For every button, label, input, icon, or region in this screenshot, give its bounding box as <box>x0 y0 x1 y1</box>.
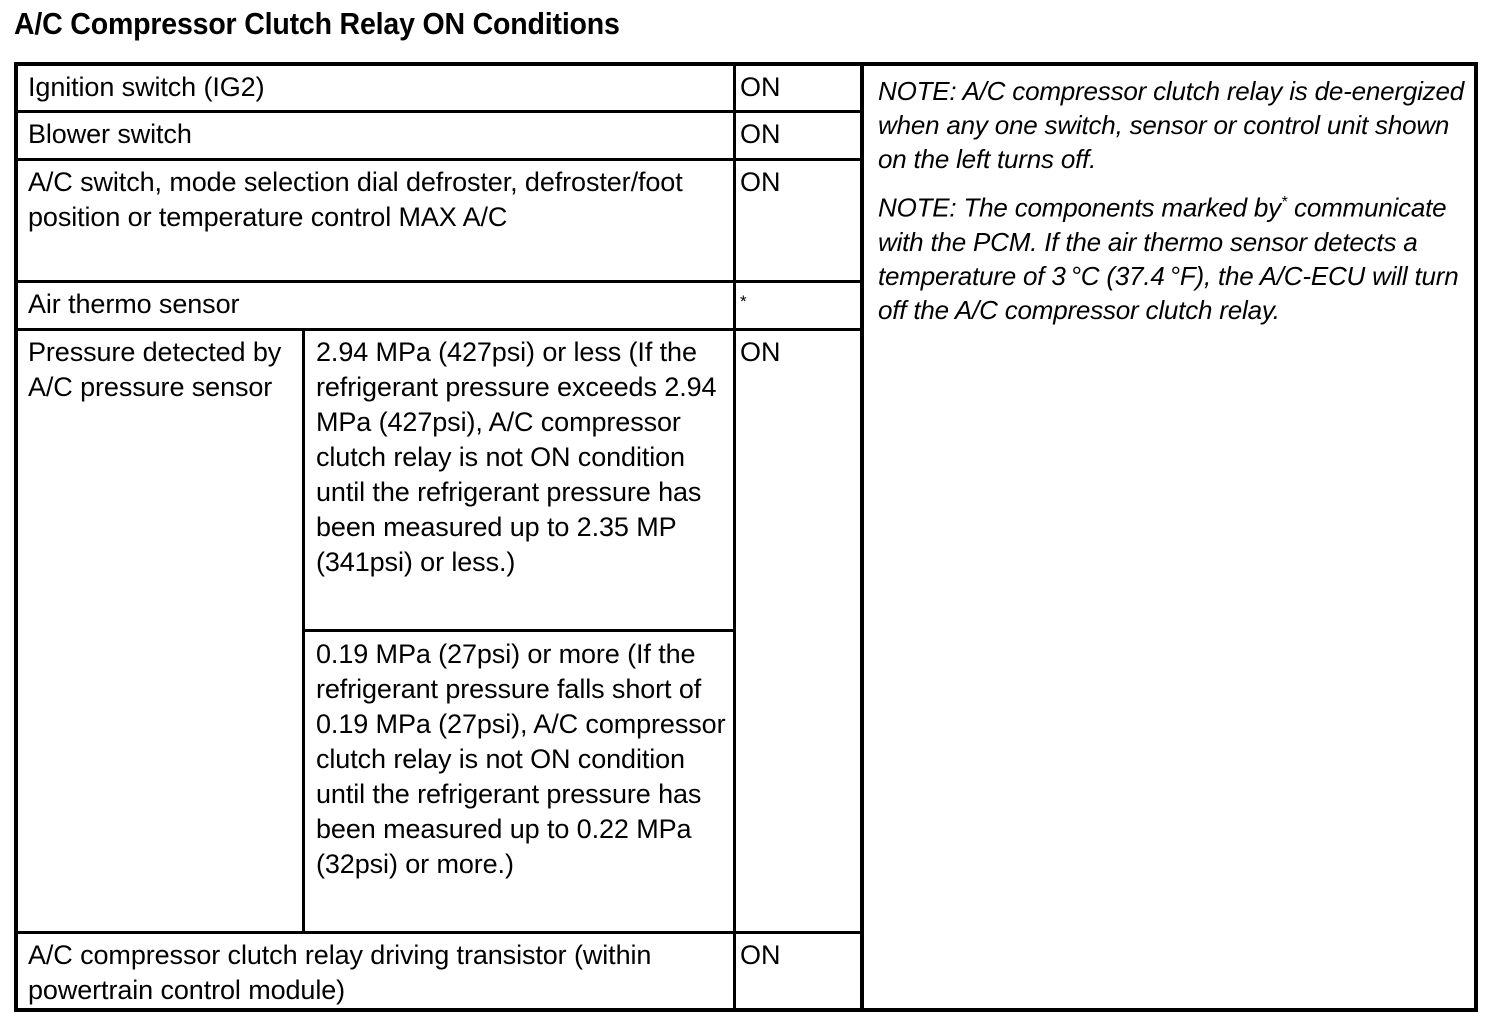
pressure-sub-condition: 0.19 MPa (27psi) or more (If the refrige… <box>316 639 726 879</box>
table-row: Pressure detected by A/C pressure sensor <box>28 337 282 402</box>
note-pcm: NOTE: The components marked by* communic… <box>878 186 1464 327</box>
note-pcm-part1: NOTE: The components marked by <box>878 192 1281 223</box>
state-value: ON <box>740 167 781 197</box>
table-grid: Ignition switch (IG2) ON Blower switch O… <box>18 62 1474 1012</box>
pressure-sub-condition: 2.94 MPa (427psi) or less (If the refrig… <box>316 337 717 577</box>
note-pcm-part2: communicate with the PCM. If the air the… <box>878 192 1459 325</box>
table-row: Air thermo sensor <box>28 289 240 319</box>
notes-panel: NOTE: A/C compressor clutch relay is de-… <box>864 66 1478 1008</box>
state-value: ON <box>740 72 781 102</box>
row-divider <box>18 110 860 113</box>
conditions-table: Ignition switch (IG2) ON Blower switch O… <box>14 62 1478 1012</box>
row-divider <box>18 280 860 283</box>
row-divider <box>18 328 860 331</box>
column-divider-notes <box>860 62 864 1012</box>
state-value: ON <box>740 940 781 970</box>
note-deenergized: NOTE: A/C compressor clutch relay is de-… <box>878 76 1465 174</box>
column-divider-state <box>733 62 736 1012</box>
state-value: ON <box>740 337 781 367</box>
state-asterisk: * <box>740 292 747 311</box>
table-row: A/C switch, mode selection dial defroste… <box>28 167 683 232</box>
page-title: A/C Compressor Clutch Relay ON Condition… <box>14 6 620 41</box>
state-value: ON <box>740 119 781 149</box>
pressure-sub-divider <box>302 629 736 632</box>
table-row: Blower switch <box>28 119 192 149</box>
row-divider <box>18 931 860 934</box>
asterisk-marker-icon: * <box>1280 194 1287 211</box>
row-divider <box>18 158 860 161</box>
table-row: A/C compressor clutch relay driving tran… <box>28 940 652 1005</box>
table-row: Ignition switch (IG2) <box>28 72 265 102</box>
